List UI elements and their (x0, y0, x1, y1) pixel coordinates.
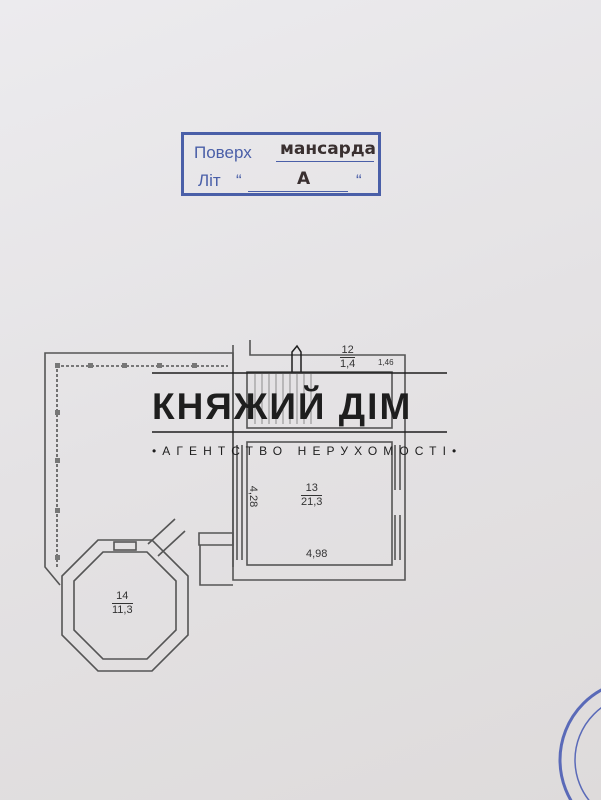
letter-label: Літ (198, 171, 221, 190)
dim-width: 4,98 (306, 548, 328, 560)
watermark-subtitle: •АГЕНТСТВО НЕРУХОМОСТІ• (152, 444, 463, 458)
dim-height: 4,28 (247, 485, 260, 508)
room-12-wall (246, 371, 393, 429)
round-seal (558, 688, 601, 800)
floor-value: мансарда (280, 139, 377, 159)
floor-stamp: Поверх мансарда Літ “ А “ (181, 132, 381, 196)
quote-open: “ (236, 171, 242, 190)
quote-close: “ (356, 171, 362, 190)
tower-inner (73, 551, 177, 660)
floor-label: Поверх (194, 143, 252, 162)
tower-outer (61, 539, 189, 672)
room-13-wall (246, 441, 393, 566)
logo-house-icon (291, 344, 302, 372)
watermark-title: КНЯЖИЙ ДІМ (152, 386, 413, 427)
building-wall (232, 340, 406, 581)
letter-value: А (297, 169, 311, 189)
dim-small: 1,46 (378, 358, 394, 367)
